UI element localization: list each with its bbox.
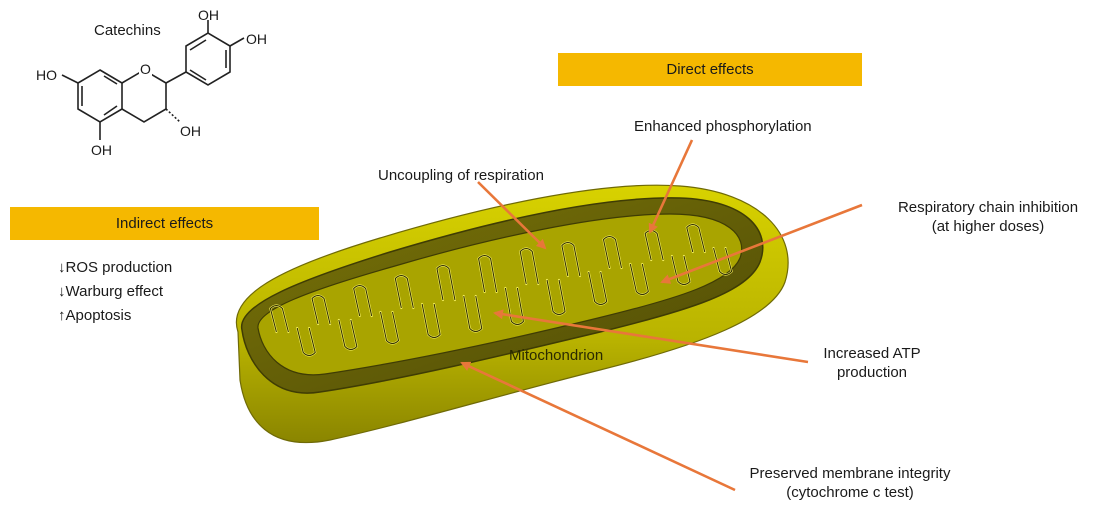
label-increased-atp: Increased ATP production (802, 344, 942, 382)
label-membrane-integrity: Preserved membrane integrity (cytochrome… (700, 464, 1000, 502)
label-enhanced-phosphorylation: Enhanced phosphorylation (634, 117, 812, 136)
label-respiratory-chain: Respiratory chain inhibition (at higher … (866, 198, 1110, 236)
arrow-enhanced-phosphorylation (650, 140, 692, 232)
arrow-respiratory-chain (662, 205, 862, 282)
label-mitochondrion: Mitochondrion (509, 346, 603, 365)
arrow-membrane-integrity (462, 363, 735, 490)
arrow-uncoupling (478, 182, 545, 248)
label-uncoupling: Uncoupling of respiration (378, 166, 544, 185)
